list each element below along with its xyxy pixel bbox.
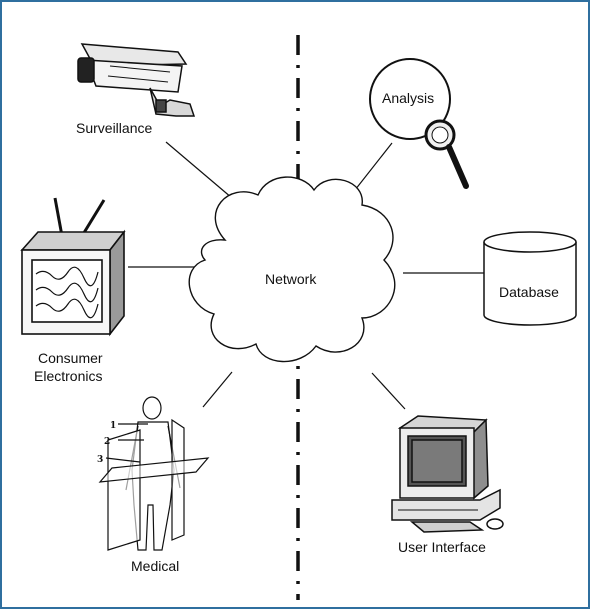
network-cloud: Network xyxy=(188,176,396,363)
database-cylinder-icon xyxy=(483,231,577,326)
camera-icon xyxy=(77,43,196,117)
connector-lines xyxy=(128,141,484,410)
cloud-shape xyxy=(188,176,396,363)
line-surveillance xyxy=(165,141,233,199)
line-analysis xyxy=(354,142,393,191)
human-body-icon xyxy=(98,396,210,551)
magnifier-icon xyxy=(424,119,469,189)
network-label: Network xyxy=(265,271,317,287)
medical-number-3: 3 xyxy=(97,455,103,465)
analysis-label: Analysis xyxy=(382,90,434,106)
line-user-interface xyxy=(371,372,406,410)
consumer-electronics-label-line1: Consumer xyxy=(38,350,103,366)
user-interface-label: User Interface xyxy=(398,539,486,555)
line-medical xyxy=(202,371,233,408)
consumer-electronics-label-line2: Electronics xyxy=(34,368,102,384)
medical-number-2: 2 xyxy=(104,437,110,447)
television-icon xyxy=(20,197,126,337)
database-label: Database xyxy=(499,284,559,300)
surveillance-label: Surveillance xyxy=(76,120,152,136)
medical-label: Medical xyxy=(131,558,179,574)
medical-number-1: 1 xyxy=(110,421,116,431)
computer-icon xyxy=(391,415,504,533)
analysis-node: Analysis xyxy=(369,58,451,140)
